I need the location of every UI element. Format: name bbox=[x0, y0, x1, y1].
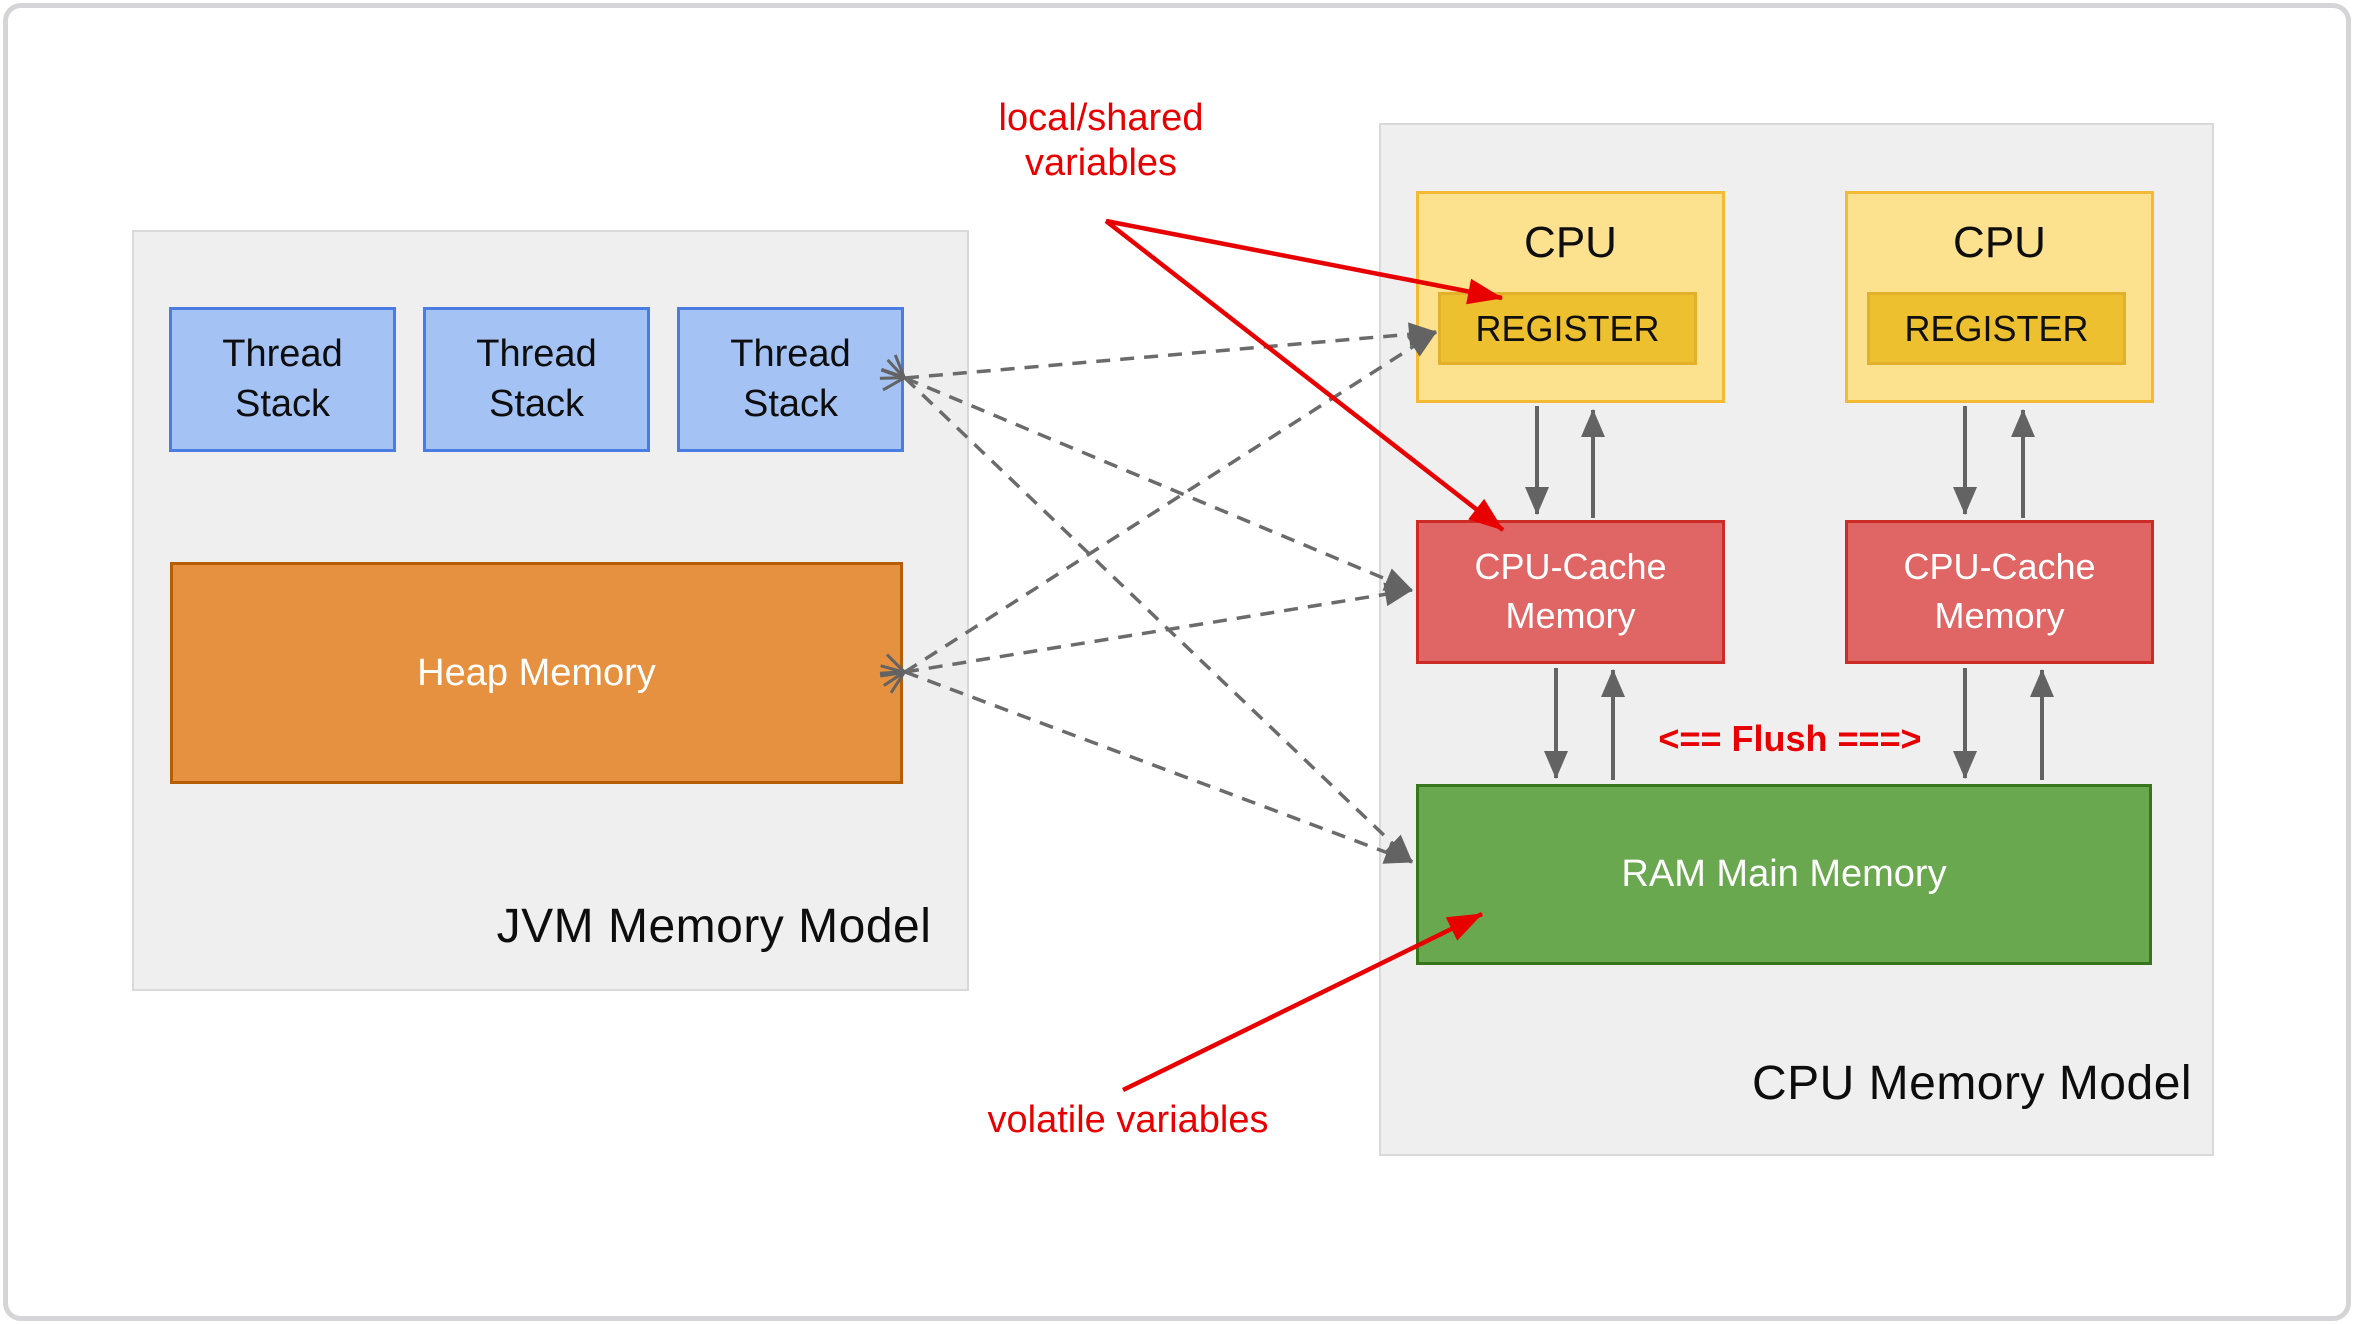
dashed-arrow-heap-cache bbox=[880, 582, 1413, 687]
dashed-arrow-heap-register bbox=[880, 330, 1437, 694]
dashed-arrow-threadstack-cache bbox=[879, 358, 1413, 592]
flush-label: <== Flush ===> bbox=[1658, 718, 1922, 759]
cpu-cache-box-2: CPU-Cache Memory bbox=[1845, 520, 2154, 664]
thread-stack-box-1: Thread Stack bbox=[169, 307, 396, 452]
dashed-arrow-heap-ram bbox=[879, 653, 1413, 864]
register-box-2: REGISTER bbox=[1867, 292, 2126, 365]
dashed-arrow-threadstack-register bbox=[880, 322, 1437, 392]
ram-main-memory-box: RAM Main Memory bbox=[1416, 784, 2152, 965]
thread-stack-box-2: Thread Stack bbox=[423, 307, 650, 452]
register-box-1: REGISTER bbox=[1438, 292, 1697, 365]
cpu-panel-title: CPU Memory Model bbox=[1751, 1057, 2193, 1110]
jvm-panel-title: JVM Memory Model bbox=[496, 900, 932, 953]
thread-stack-box-3: Thread Stack bbox=[677, 307, 904, 452]
cpu-cache-box-1: CPU-Cache Memory bbox=[1416, 520, 1725, 664]
local-shared-variables-label: local/shared variables bbox=[998, 97, 1204, 184]
heap-memory-box: Heap Memory bbox=[170, 562, 903, 784]
volatile-variables-label: volatile variables bbox=[987, 1099, 1269, 1141]
dashed-arrow-threadstack-ram bbox=[880, 354, 1414, 864]
